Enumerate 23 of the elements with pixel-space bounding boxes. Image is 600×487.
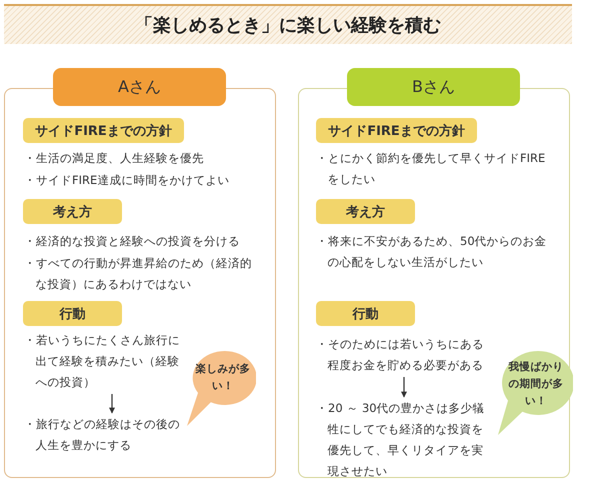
bullet-text: ・サイドFIRE達成に時間をかけてよい xyxy=(24,170,274,191)
name-tab: Aさん xyxy=(53,68,226,106)
bullet-text: ・経済的な投資と経験への投資を分ける xyxy=(24,231,274,252)
section-heading: 行動 xyxy=(316,301,415,326)
arrow xyxy=(109,394,115,414)
bullet-text: ・若いうちにたくさん旅行に出て経験を積みたい（経験への投資） xyxy=(24,330,186,393)
bullet-text: ・すべての行動が昇進昇給のため（経済的な投資）にあるわけではない xyxy=(24,253,262,295)
bullet-text: ・旅行などの経験はその後の人生を豊かにする xyxy=(24,414,186,456)
bullet-text: ・とにかく節約を優先して早くサイドFIREをしたい xyxy=(316,148,551,190)
section-heading: 行動 xyxy=(23,301,122,326)
section-heading: サイドFIREまでの方針 xyxy=(23,118,184,143)
bullet-text: ・20 ～ 30代の豊かさは多少犠牲にしてでも経済的な投資を優先して、早くリタイアを実現させたい xyxy=(316,398,494,482)
title: 「楽しめるとき」に楽しい経験を積む xyxy=(135,14,441,37)
name-tab: Bさん xyxy=(347,68,520,106)
speech-bubble: 我慢ばかりの期間が多い！ xyxy=(497,350,573,436)
arrow xyxy=(401,377,407,398)
section-heading: 考え方 xyxy=(23,199,122,224)
bullet-text: ・将来に不安があるため、50代からのお金の心配をしない生活がしたい xyxy=(316,231,556,273)
section-heading: サイドFIREまでの方針 xyxy=(316,118,477,143)
bullet-text: ・そのためには若いうちにある程度お金を貯める必要がある xyxy=(316,334,494,376)
bullet-text: ・生活の満足度、人生経験を優先 xyxy=(24,148,274,169)
section-heading: 考え方 xyxy=(316,199,415,224)
speech-bubble: 楽しみが多い！ xyxy=(186,350,256,427)
